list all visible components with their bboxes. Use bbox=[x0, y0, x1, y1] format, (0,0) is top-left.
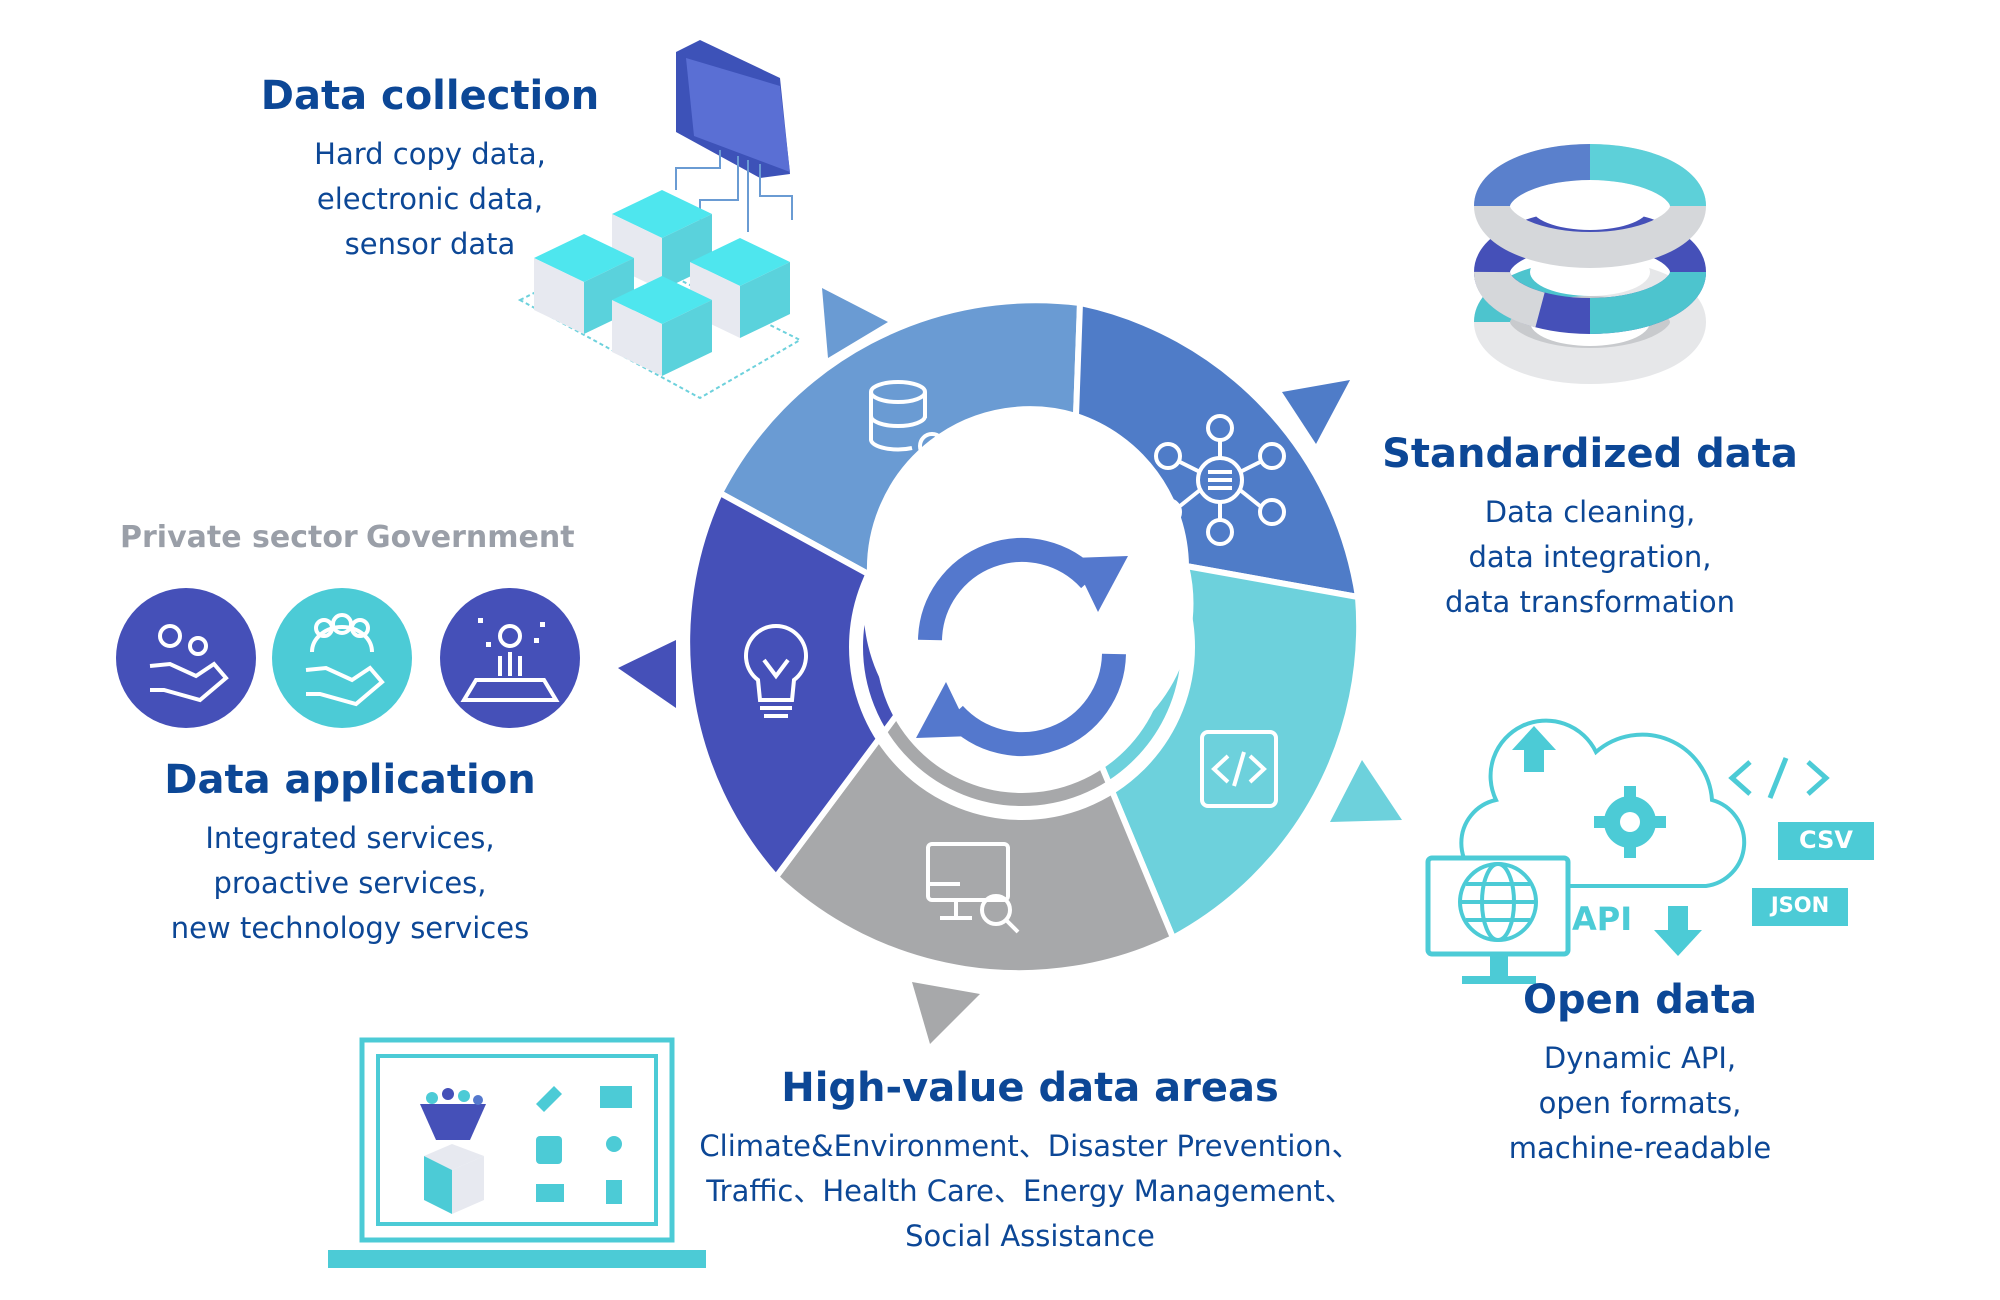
cube bbox=[534, 234, 634, 334]
data-collection-title: Data collection bbox=[260, 73, 600, 119]
government-label: Government bbox=[366, 520, 575, 555]
segment-standardized bbox=[1072, 299, 1362, 601]
high-value-line-3: Social Assistance bbox=[905, 1219, 1155, 1253]
inner-ring bbox=[849, 474, 1195, 820]
open-data-desc: Dynamic API, open formats, machine-reada… bbox=[1450, 1036, 1830, 1171]
arrow-to-open-data bbox=[1330, 760, 1402, 822]
network-hub-icon bbox=[1154, 414, 1286, 546]
standardized-line-2: data integration, bbox=[1468, 540, 1712, 574]
location-person-icon bbox=[606, 1136, 622, 1152]
syringe-icon bbox=[536, 1086, 562, 1112]
high-value-line-1: Climate&Environment、Disaster Prevention、 bbox=[699, 1129, 1361, 1163]
funnel-icon bbox=[420, 1088, 486, 1214]
bank-icon bbox=[600, 1086, 632, 1108]
arrow-to-high-value bbox=[912, 982, 980, 1044]
standardized-line-3: data transformation bbox=[1444, 585, 1736, 619]
tech-chip-icon bbox=[440, 588, 580, 728]
code-icon bbox=[1200, 730, 1278, 808]
standardized-data-title: Standardized data bbox=[1382, 431, 1798, 477]
data-collection-line-1: Hard copy data, bbox=[314, 137, 546, 171]
cycle-arrows-icon bbox=[918, 537, 1126, 757]
hand-gears-icon bbox=[116, 588, 256, 728]
plug-icon bbox=[606, 1180, 622, 1204]
csv-badge bbox=[1778, 822, 1874, 860]
database-search-icon bbox=[869, 380, 954, 468]
application-line-1: Integrated services, bbox=[205, 821, 495, 855]
high-value-line-2: Traffic、Health Care、Energy Management、 bbox=[706, 1174, 1354, 1208]
json-label: JSON bbox=[1770, 893, 1830, 917]
private-sector-label: Private sector bbox=[120, 520, 358, 555]
download-arrow-icon bbox=[1654, 906, 1702, 956]
arrow-to-application bbox=[618, 640, 676, 708]
high-value-desc: Climate&Environment、Disaster Prevention、… bbox=[680, 1124, 1380, 1259]
csv-label: CSV bbox=[1799, 826, 1853, 854]
standardized-data-desc: Data cleaning, data integration, data tr… bbox=[1370, 490, 1810, 625]
data-collection-line-2: electronic data, bbox=[316, 182, 544, 216]
data-collection-desc: Hard copy data, electronic data, sensor … bbox=[250, 132, 610, 267]
standardized-line-1: Data cleaning, bbox=[1484, 495, 1696, 529]
api-label: API bbox=[1572, 900, 1633, 938]
bus-icon bbox=[536, 1136, 562, 1164]
laptop-icon bbox=[328, 1037, 706, 1268]
arrow-to-standardized bbox=[1282, 380, 1350, 444]
server-cubes-icon bbox=[517, 190, 803, 400]
globe-monitor-icon bbox=[1425, 855, 1571, 984]
application-line-2: proactive services, bbox=[213, 866, 487, 900]
application-line-3: new technology services bbox=[170, 911, 530, 945]
monitor-search-icon bbox=[926, 842, 1020, 934]
code-brackets-icon bbox=[1728, 757, 1830, 799]
data-collection-line-3: sensor data bbox=[344, 227, 516, 261]
stacked-rings-icon bbox=[1474, 144, 1706, 384]
money-hand-icon bbox=[536, 1184, 564, 1202]
arrow-to-cycle-top bbox=[822, 288, 888, 358]
cycle-arrow-head-2 bbox=[916, 682, 972, 738]
lightbulb-icon bbox=[744, 624, 808, 718]
hand-people-icon bbox=[272, 588, 412, 728]
open-data-title: Open data bbox=[1523, 977, 1757, 1023]
open-data-line-2: open formats, bbox=[1538, 1086, 1742, 1120]
data-application-title: Data application bbox=[164, 757, 536, 803]
cycle-wheel bbox=[684, 297, 1363, 977]
open-data-line-3: machine-readable bbox=[1508, 1131, 1772, 1165]
upload-arrow-icon bbox=[1512, 726, 1556, 772]
cycle-arrow-head-1 bbox=[1072, 556, 1128, 612]
open-data-line-1: Dynamic API, bbox=[1543, 1041, 1737, 1075]
folder-icon bbox=[675, 40, 793, 232]
data-application-desc: Integrated services, proactive services,… bbox=[130, 816, 570, 951]
high-value-title: High-value data areas bbox=[781, 1065, 1279, 1111]
json-badge bbox=[1752, 888, 1848, 926]
cube bbox=[612, 276, 712, 376]
